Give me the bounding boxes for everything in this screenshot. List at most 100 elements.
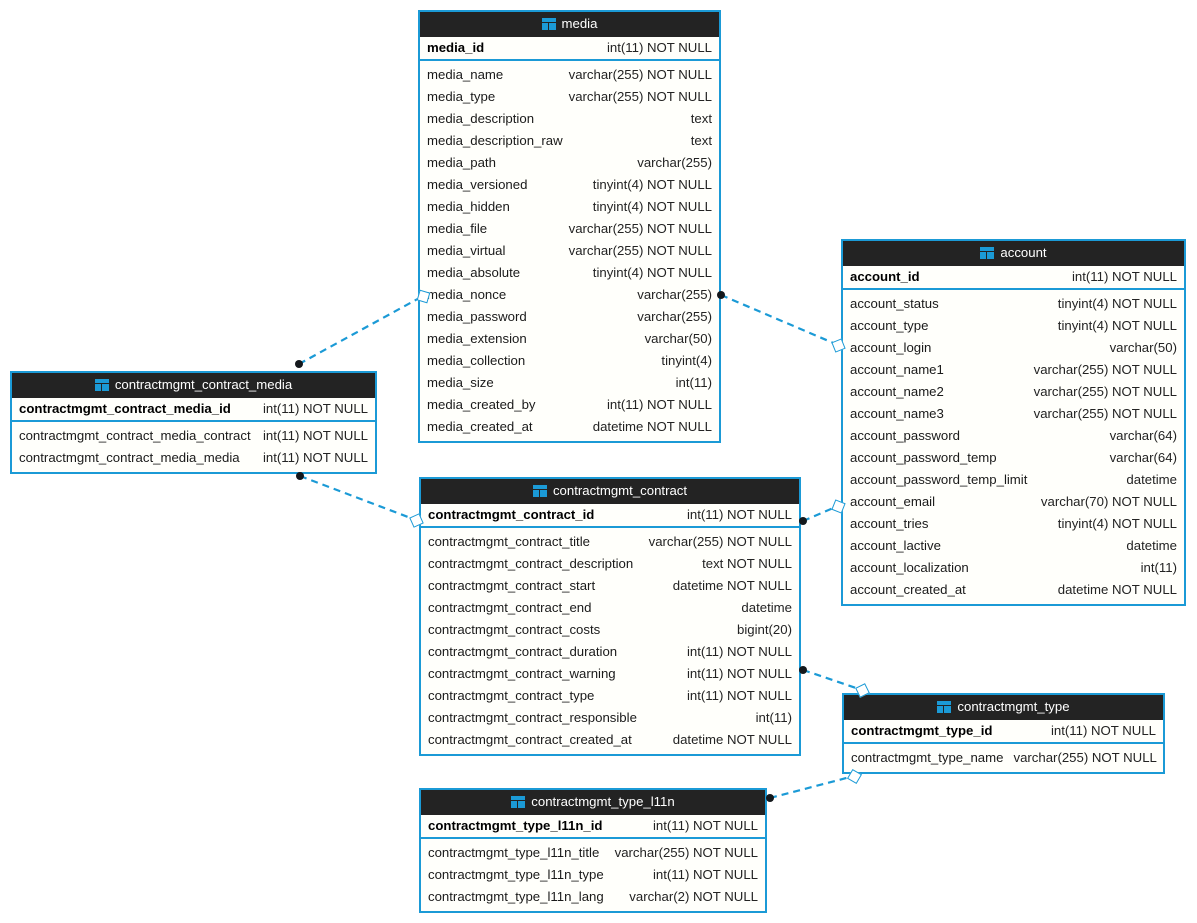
primary-key-row: contractmgmt_type_id int(11) NOT NULL [844,720,1163,742]
column-type: tinyint(4) [661,353,712,368]
primary-key-type: int(11) NOT NULL [606,40,712,55]
column-name: account_localization [850,560,969,575]
column-name: media_description_raw [427,133,563,148]
entity-header[interactable]: media [420,12,719,37]
primary-key-name: contractmgmt_contract_id [428,507,595,522]
relationship-line [299,474,417,522]
entity-title: contractmgmt_contract [552,483,688,498]
column-row: media_file varchar(255) NOT NULL [420,218,719,240]
column-type: varchar(64) [1109,428,1177,443]
entity-table-contractmgmt_type[interactable]: contractmgmt_type contractmgmt_type_id int… [842,693,1165,774]
primary-key-section: contractmgmt_type_id int(11) NOT NULL [844,720,1163,744]
column-name: account_login [850,340,932,355]
column-type: tinyint(4) NOT NULL [592,265,712,280]
column-name: account_name2 [850,384,944,399]
entity-header[interactable]: account [843,241,1184,266]
column-name: contractmgmt_contract_start [428,578,596,593]
column-name: account_status [850,296,939,311]
column-row: contractmgmt_contract_start datetime NOT … [421,575,799,597]
entity-header[interactable]: contractmgmt_type_l11n [421,790,765,815]
relationship-endpoint-dot [296,472,304,480]
column-type: datetime NOT NULL [672,578,792,593]
entity-table-contractmgmt_type_l11n[interactable]: contractmgmt_type_l11n contractmgmt_type_… [419,788,767,913]
relationship-endpoint-dot [295,360,303,368]
column-type: varchar(2) NOT NULL [629,889,758,904]
column-name: contractmgmt_type_l11n_type [428,867,604,882]
column-row: media_description_raw text [420,130,719,152]
entity-table-contractmgmt_contract_media[interactable]: contractmgmt_contract_media contractmgmt_… [10,371,377,474]
entity-header[interactable]: contractmgmt_contract [421,479,799,504]
column-name: contractmgmt_contract_title [428,534,590,549]
column-type: varchar(255) [637,287,712,302]
column-name: account_password [850,428,960,443]
entity-header[interactable]: contractmgmt_type [844,695,1163,720]
primary-key-type: int(11) NOT NULL [1071,269,1177,284]
column-type: tinyint(4) NOT NULL [1057,318,1177,333]
table-icon [532,485,547,497]
column-name: media_versioned [427,177,528,192]
column-name: account_email [850,494,936,509]
primary-key-name: contractmgmt_type_id [851,723,993,738]
entity-table-contractmgmt_contract[interactable]: contractmgmt_contract contractmgmt_contra… [419,477,801,756]
column-name: account_lactive [850,538,941,553]
column-type: tinyint(4) NOT NULL [1057,516,1177,531]
primary-key-name: media_id [427,40,485,55]
column-type: int(11) NOT NULL [686,644,792,659]
primary-key-name: contractmgmt_contract_media_id [19,401,231,416]
entity-header[interactable]: contractmgmt_contract_media [12,373,375,398]
column-name: contractmgmt_type_l11n_lang [428,889,604,904]
column-type: datetime NOT NULL [592,419,712,434]
primary-key-type: int(11) NOT NULL [262,401,368,416]
column-type: varchar(255) [637,309,712,324]
column-type: int(11) [675,375,712,390]
column-name: contractmgmt_type_name [851,750,1004,765]
column-type: datetime NOT NULL [1057,582,1177,597]
column-name: media_path [427,155,496,170]
column-name: account_created_at [850,582,966,597]
entity-title: contractmgmt_contract_media [114,377,293,392]
primary-key-section: contractmgmt_contract_media_id int(11) NO… [12,398,375,422]
column-type: text [690,133,712,148]
column-type: datetime [1126,472,1177,487]
column-type: varchar(50) [1109,340,1177,355]
column-type: varchar(255) NOT NULL [568,221,712,236]
relationship-line [298,295,424,365]
columns-section: media_name varchar(255) NOT NULL media_typ… [420,61,719,441]
column-name: media_name [427,67,504,82]
primary-key-name: contractmgmt_type_l11n_id [428,818,603,833]
column-name: contractmgmt_contract_description [428,556,634,571]
column-type: int(11) NOT NULL [686,688,792,703]
column-name: media_file [427,221,488,236]
primary-key-type: int(11) NOT NULL [1050,723,1156,738]
column-type: int(11) NOT NULL [652,867,758,882]
column-name: media_description [427,111,535,126]
column-type: int(11) [755,710,792,725]
column-type: text [690,111,712,126]
column-type: tinyint(4) NOT NULL [592,199,712,214]
column-type: varchar(64) [1109,450,1177,465]
column-name: media_type [427,89,496,104]
